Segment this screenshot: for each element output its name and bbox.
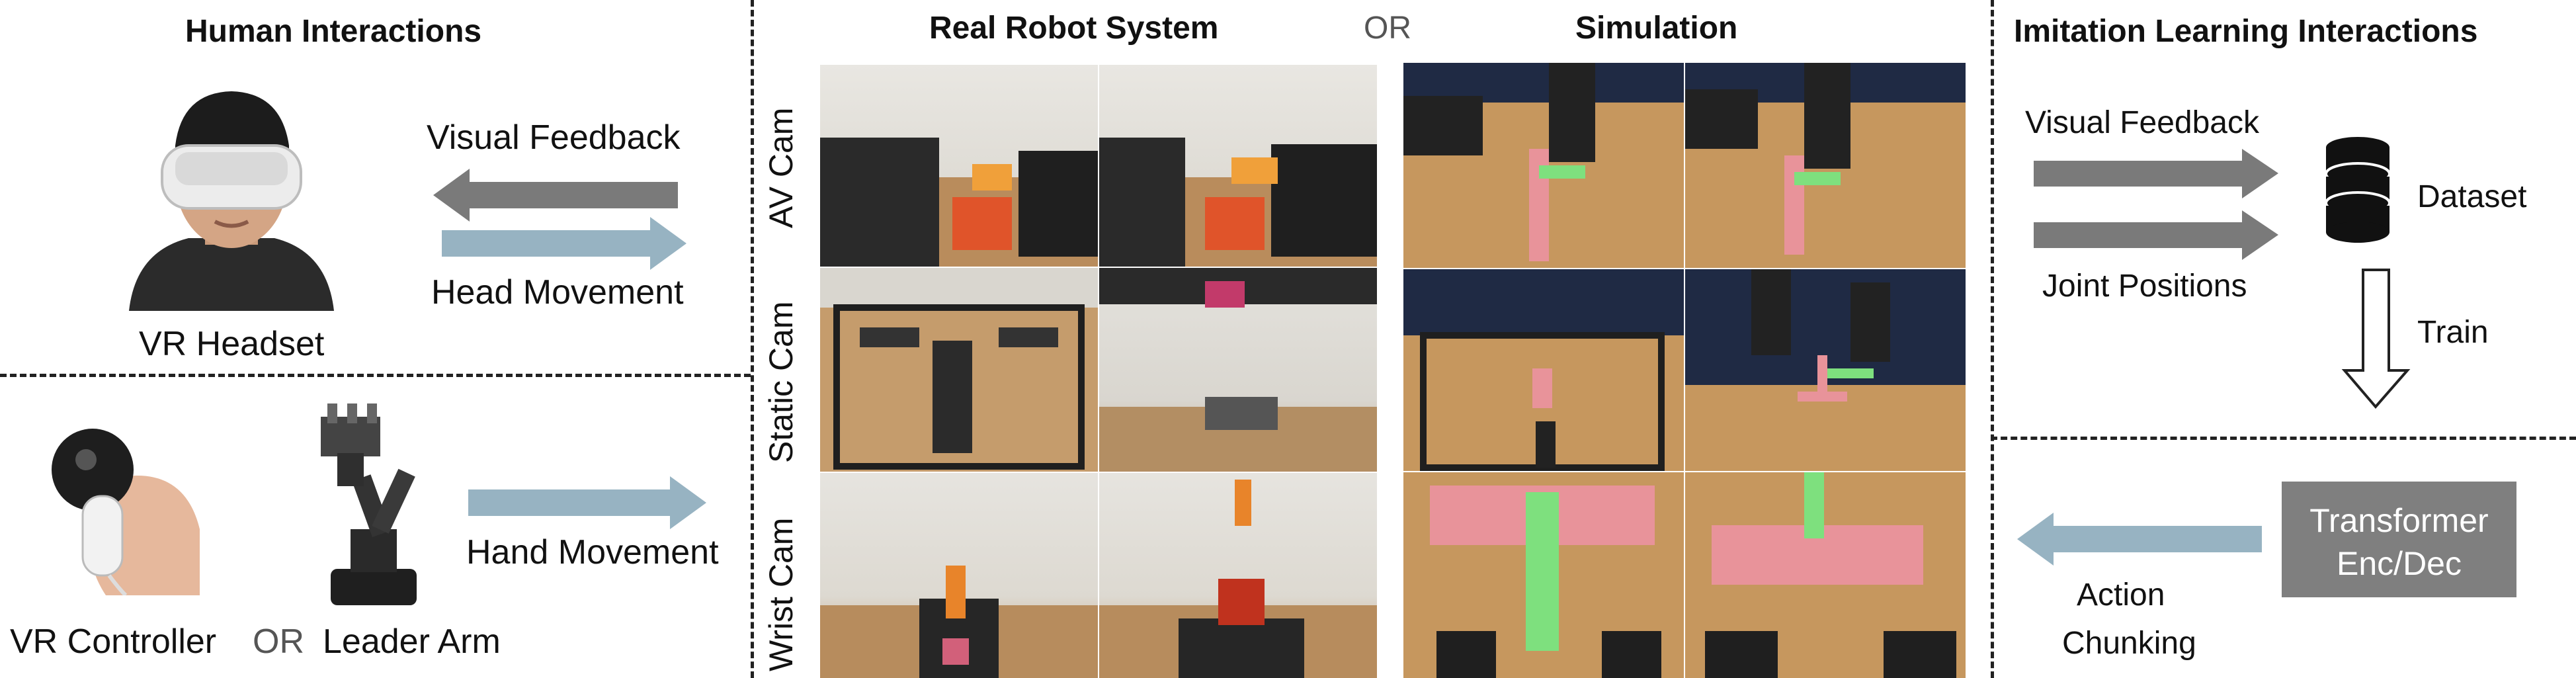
separator-right: [1991, 0, 1994, 678]
leader-arm-figure: [304, 403, 456, 609]
transformer-box: Transformer Enc/Dec: [2282, 482, 2516, 597]
leader-arm-label: Leader Arm: [323, 622, 501, 661]
il-visual-feedback-label: Visual Feedback: [2025, 105, 2259, 140]
vr-headset-label: VR Headset: [139, 325, 325, 363]
visual-feedback-label: Visual Feedback: [427, 118, 681, 157]
hand-movement-label: Hand Movement: [466, 533, 719, 572]
il-visual-feedback-arrow: [2034, 149, 2278, 198]
hand-movement-arrow: [468, 476, 706, 529]
or-label-middle: OR: [1364, 11, 1411, 46]
head-movement-arrow: [442, 217, 686, 270]
real-av-right-image: [1099, 65, 1377, 267]
human-interactions-title: Human Interactions: [185, 14, 482, 49]
real-static-left-image: [820, 268, 1098, 472]
sim-wrist-left-image: [1403, 472, 1684, 678]
sim-av-right-image: [1685, 63, 1966, 268]
visual-feedback-arrow: [433, 169, 678, 222]
sim-wrist-right-image: [1685, 472, 1966, 678]
il-joint-positions-label: Joint Positions: [2042, 269, 2247, 304]
separator-imitation: [1991, 437, 2576, 440]
train-arrow: [2341, 268, 2411, 410]
imitation-learning-title: Imitation Learning Interactions: [2014, 14, 2478, 49]
real-wrist-left-image: [820, 473, 1098, 678]
separator-human: [0, 374, 751, 377]
sim-av-left-image: [1403, 63, 1684, 268]
row-label-static-cam: Static Cam: [763, 301, 800, 463]
sim-static-right-image: [1685, 269, 1966, 471]
train-label: Train: [2417, 315, 2489, 350]
il-joint-positions-arrow: [2034, 210, 2278, 260]
sim-static-left-image: [1403, 269, 1684, 471]
enc-dec-label: Enc/Dec: [2337, 545, 2462, 582]
row-label-av-cam: AV Cam: [763, 107, 800, 228]
vr-headset-figure: [116, 79, 347, 311]
action-label: Action: [2077, 577, 2165, 613]
transformer-label: Transformer: [2309, 502, 2489, 539]
row-label-wrist-cam: Wrist Cam: [763, 517, 800, 671]
or-label-human: OR: [253, 622, 304, 661]
chunking-label: Chunking: [2062, 626, 2196, 661]
vr-controller-label: VR Controller: [10, 622, 217, 661]
real-wrist-right-image: [1099, 473, 1377, 678]
dataset-label: Dataset: [2417, 179, 2527, 214]
action-chunking-arrow: [2017, 513, 2262, 566]
simulation-title: Simulation: [1575, 11, 1738, 46]
head-movement-label: Head Movement: [431, 273, 684, 312]
separator-left: [751, 0, 754, 678]
vr-controller-figure: [26, 423, 205, 595]
real-static-right-image: [1099, 268, 1377, 472]
real-robot-title: Real Robot System: [929, 11, 1219, 46]
real-av-left-image: [820, 65, 1098, 267]
database-icon: [2325, 136, 2391, 248]
